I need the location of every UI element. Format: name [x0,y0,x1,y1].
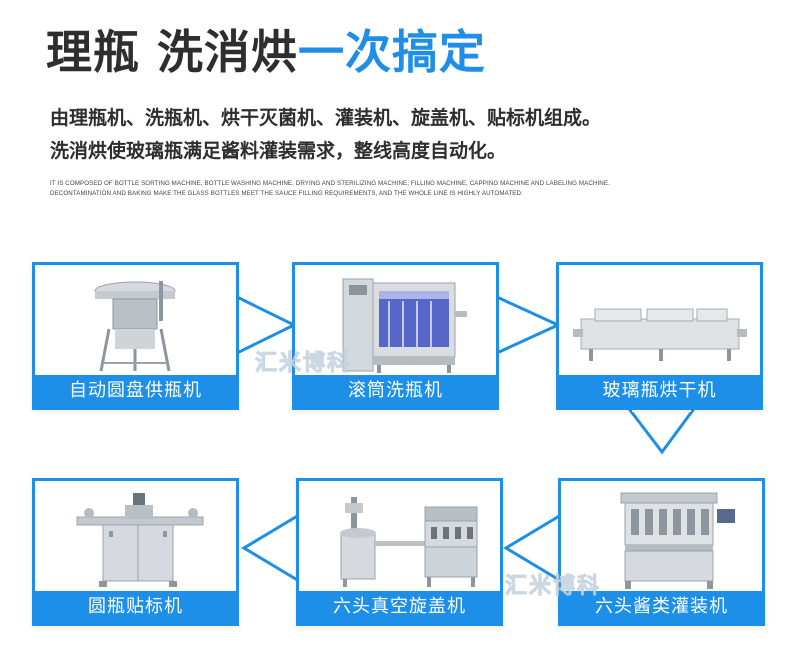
bottle-washer-image [303,271,488,375]
watermark: 汇米博科 [504,574,602,600]
page-title: 理瓶 洗消烘一次搞定 [46,22,486,82]
bottle-dryer-image [567,271,752,375]
machine-card-labeler: 圆瓶贴标机 [32,478,239,626]
machine-label: 六头酱类灌装机 [561,591,762,623]
machine-card-capper: 六头真空旋盖机 [296,478,503,626]
arrow-down-icon [626,406,696,455]
arrow-left-icon [241,512,302,584]
machine-label: 圆瓶贴标机 [35,591,236,623]
machine-card-bottle-feeder: 自动圆盘供瓶机 [32,262,239,410]
description-line-2: 洗消烘使玻璃瓶满足酱料灌装需求，整线高度自动化。 [50,140,507,162]
title-part-accent: 一次搞定 [298,25,487,79]
labeler-image [43,487,228,591]
title-part-dark: 理瓶 洗消烘 [46,25,299,79]
description-line-1: 由理瓶机、洗瓶机、烘干灭菌机、灌装机、旋盖机、贴标机组成。 [50,107,602,129]
filler-image [569,487,754,591]
machine-card-bottle-washer: 滚筒洗瓶机 [292,262,499,410]
bottle-feeder-image [43,271,228,375]
machine-card-bottle-dryer: 玻璃瓶烘干机 [556,262,763,410]
watermark: 汇米博科 [254,351,352,377]
machine-label: 六头真空旋盖机 [299,591,500,623]
english-description-line-2: DECONTAMINATION AND BAKING MAKE THE GLAS… [50,190,523,197]
arrow-right-icon [496,295,562,355]
english-description-line-1: IT IS COMPOSED OF BOTTLE SORTING MACHINE… [50,180,610,187]
machine-label: 玻璃瓶烘干机 [559,375,760,407]
machine-label: 自动圆盘供瓶机 [35,375,236,407]
machine-card-filler: 六头酱类灌装机 [558,478,765,626]
capper-image [307,487,492,591]
machine-label: 滚筒洗瓶机 [295,375,496,407]
arrow-right-icon [236,295,298,355]
